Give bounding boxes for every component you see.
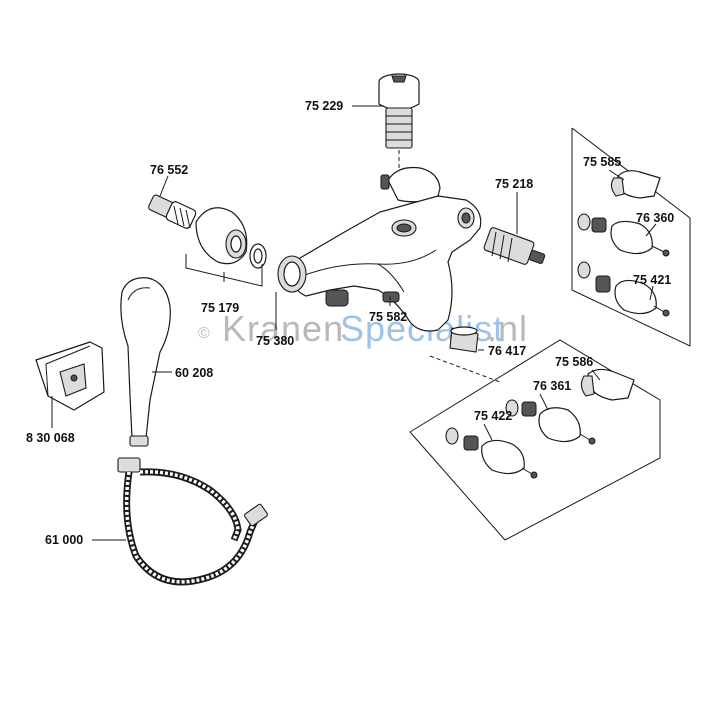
watermark-copyright: ©: [198, 325, 211, 342]
leader-lines: [51, 105, 657, 541]
label-75229: 75 229: [305, 99, 343, 113]
label-75582: 75 582: [369, 310, 407, 324]
part-76360-knob-handle: [577, 213, 670, 257]
part-75218-headpart: [483, 227, 546, 265]
part-76552-eccentric: [148, 194, 197, 229]
part-75585-lever-handle: [610, 170, 661, 199]
label-830068: 8 30 068: [26, 431, 75, 445]
label-76360: 76 360: [636, 211, 674, 225]
part-75229-cartridge: [378, 73, 420, 170]
part-75421-knob-handle: [577, 261, 670, 317]
mixer-body: [277, 166, 501, 383]
label-76417: 76 417: [488, 344, 526, 358]
label-75380: 75 380: [256, 334, 294, 348]
label-75421: 75 421: [633, 273, 671, 287]
watermark-part3: .nl: [487, 308, 528, 349]
part-75586-lever-handle: [580, 368, 635, 401]
part-75422-knob-handle: [445, 427, 538, 479]
part-60208-hand-shower: [120, 277, 171, 447]
part-75179-rosette: [195, 207, 267, 269]
label-75585: 75 585: [583, 155, 621, 169]
part-labels: 75 229 76 552 75 218 75 585 76 360 75 42…: [26, 99, 674, 547]
watermark-part1: Kranen: [222, 308, 344, 349]
label-75218: 75 218: [495, 177, 533, 191]
label-76552: 76 552: [150, 163, 188, 177]
label-61000: 61 000: [45, 533, 83, 547]
lower-right-panel: [409, 339, 661, 541]
part-830068-wall-bracket: [35, 341, 105, 411]
label-75586: 75 586: [555, 355, 593, 369]
label-75422: 75 422: [474, 409, 512, 423]
part-76361-knob-handle: [505, 399, 596, 445]
part-61000-shower-hose: [117, 457, 268, 586]
label-60208: 60 208: [175, 366, 213, 380]
watermark: © Kranen Specialist .nl: [198, 308, 528, 349]
label-75179: 75 179: [201, 301, 239, 315]
label-76361: 76 361: [533, 379, 571, 393]
